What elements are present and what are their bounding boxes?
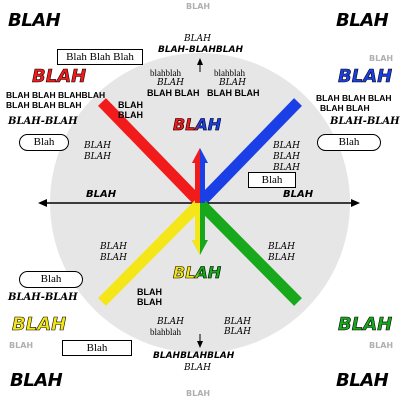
- blue-side-text-1: BLAH: [273, 141, 300, 151]
- bottom-center-line1: BLAHBLAHBLAH: [153, 351, 235, 361]
- inner-top-col2-3: BLAH BLAH: [207, 88, 260, 98]
- red-side-text-1: BLAH: [84, 141, 111, 151]
- center-right-box: Blah: [248, 172, 296, 188]
- blue-label: BLAH: [338, 66, 393, 87]
- blue-side-text-2: BLAH: [273, 152, 300, 162]
- top-center-line1: BLAH: [184, 34, 211, 44]
- red-side-text-2: BLAH: [84, 152, 111, 162]
- left-upper-text-1: BLAH BLAH BLAHBLAH: [6, 90, 106, 100]
- left-upper-text-3: BLAH-BLAH: [8, 116, 78, 127]
- red-bar: [98, 98, 204, 207]
- right-upper-text-1: BLAH BLAH BLAH: [316, 93, 392, 103]
- yellow-side-text-1: BLAH: [100, 242, 127, 252]
- center-up-arrow-right: [200, 160, 205, 203]
- red-label: BLAH: [32, 66, 87, 87]
- top-left-box: Blah Blah Blah: [57, 49, 143, 65]
- inner-bottom-col1-3: BLAH: [157, 317, 184, 327]
- inner-top-col2-1: blahblah: [214, 68, 245, 78]
- inner-bottom-col1-1: BLAH: [137, 287, 162, 297]
- green-side-text-2: BLAH: [268, 253, 295, 263]
- corner-label-top-right: BLAH: [336, 10, 389, 31]
- inner-bottom-col1-2: BLAH: [137, 297, 162, 307]
- grey-label-right-bottom: BLAH: [369, 341, 394, 350]
- top-center-line2: BLAH-BLAHBLAH: [158, 45, 244, 55]
- inner-bottom-col1-4: blahblah: [150, 327, 181, 337]
- inner-top-near-red-1: BLAH: [118, 100, 143, 110]
- green-label: BLAH: [338, 314, 393, 335]
- inner-top-col1-1: blahblah: [150, 68, 181, 78]
- inner-bottom-col2-2: BLAH: [224, 327, 251, 337]
- left-lower-text-1: BLAH-BLAH: [8, 292, 78, 303]
- green-side-text-1: BLAH: [268, 242, 295, 252]
- axis-right-label: BLAH: [283, 189, 314, 200]
- inner-top-col1-3: BLAH BLAH: [147, 88, 200, 98]
- lower-left-pill: Blah: [19, 271, 83, 288]
- corner-label-top-left: BLAH: [8, 10, 61, 31]
- bottom-center-line2: BLAH: [184, 363, 211, 373]
- center-yellow-green-label: BLAH: [173, 263, 222, 282]
- right-pill: Blah: [317, 134, 381, 151]
- bottom-left-box: Blah: [62, 340, 132, 356]
- grey-label-top: BLAH: [186, 2, 211, 11]
- yellow-side-text-2: BLAH: [100, 253, 127, 263]
- center-red-blue-label: BLAH: [173, 115, 222, 134]
- grey-label-bottom: BLAH: [186, 389, 211, 398]
- green-bar: [196, 199, 302, 306]
- center-down-arrow-right: [200, 203, 205, 243]
- left-upper-text-2: BLAH BLAH BLAH: [6, 100, 82, 110]
- yellow-label: BLAH: [12, 314, 67, 335]
- blue-bar: [196, 98, 302, 207]
- corner-label-bottom-left: BLAH: [10, 370, 63, 391]
- left-pill: Blah: [19, 134, 69, 151]
- center-down-arrow-left: [195, 203, 200, 243]
- corner-label-bottom-right: BLAH: [336, 370, 389, 391]
- axis-left-label: BLAH: [86, 189, 117, 200]
- yellow-bar: [98, 199, 204, 306]
- axis-arrow-left: [38, 199, 47, 207]
- grey-label-right-top: BLAH: [369, 54, 394, 63]
- inner-top-near-red-2: BLAH: [118, 110, 143, 120]
- inner-bottom-col2-1: BLAH: [224, 317, 251, 327]
- inner-top-col2-2: BLAH: [219, 78, 246, 88]
- inner-top-col1-2: BLAH: [157, 78, 184, 88]
- center-up-arrow-left: [195, 160, 200, 203]
- axis-arrow-right: [351, 199, 360, 207]
- right-upper-text-2: BLAH BLAH: [320, 103, 370, 113]
- blue-side-text-3: BLAH: [273, 163, 300, 173]
- right-upper-text-3: BLAH-BLAH: [330, 116, 400, 127]
- grey-label-left-bottom: BLAH: [9, 341, 34, 350]
